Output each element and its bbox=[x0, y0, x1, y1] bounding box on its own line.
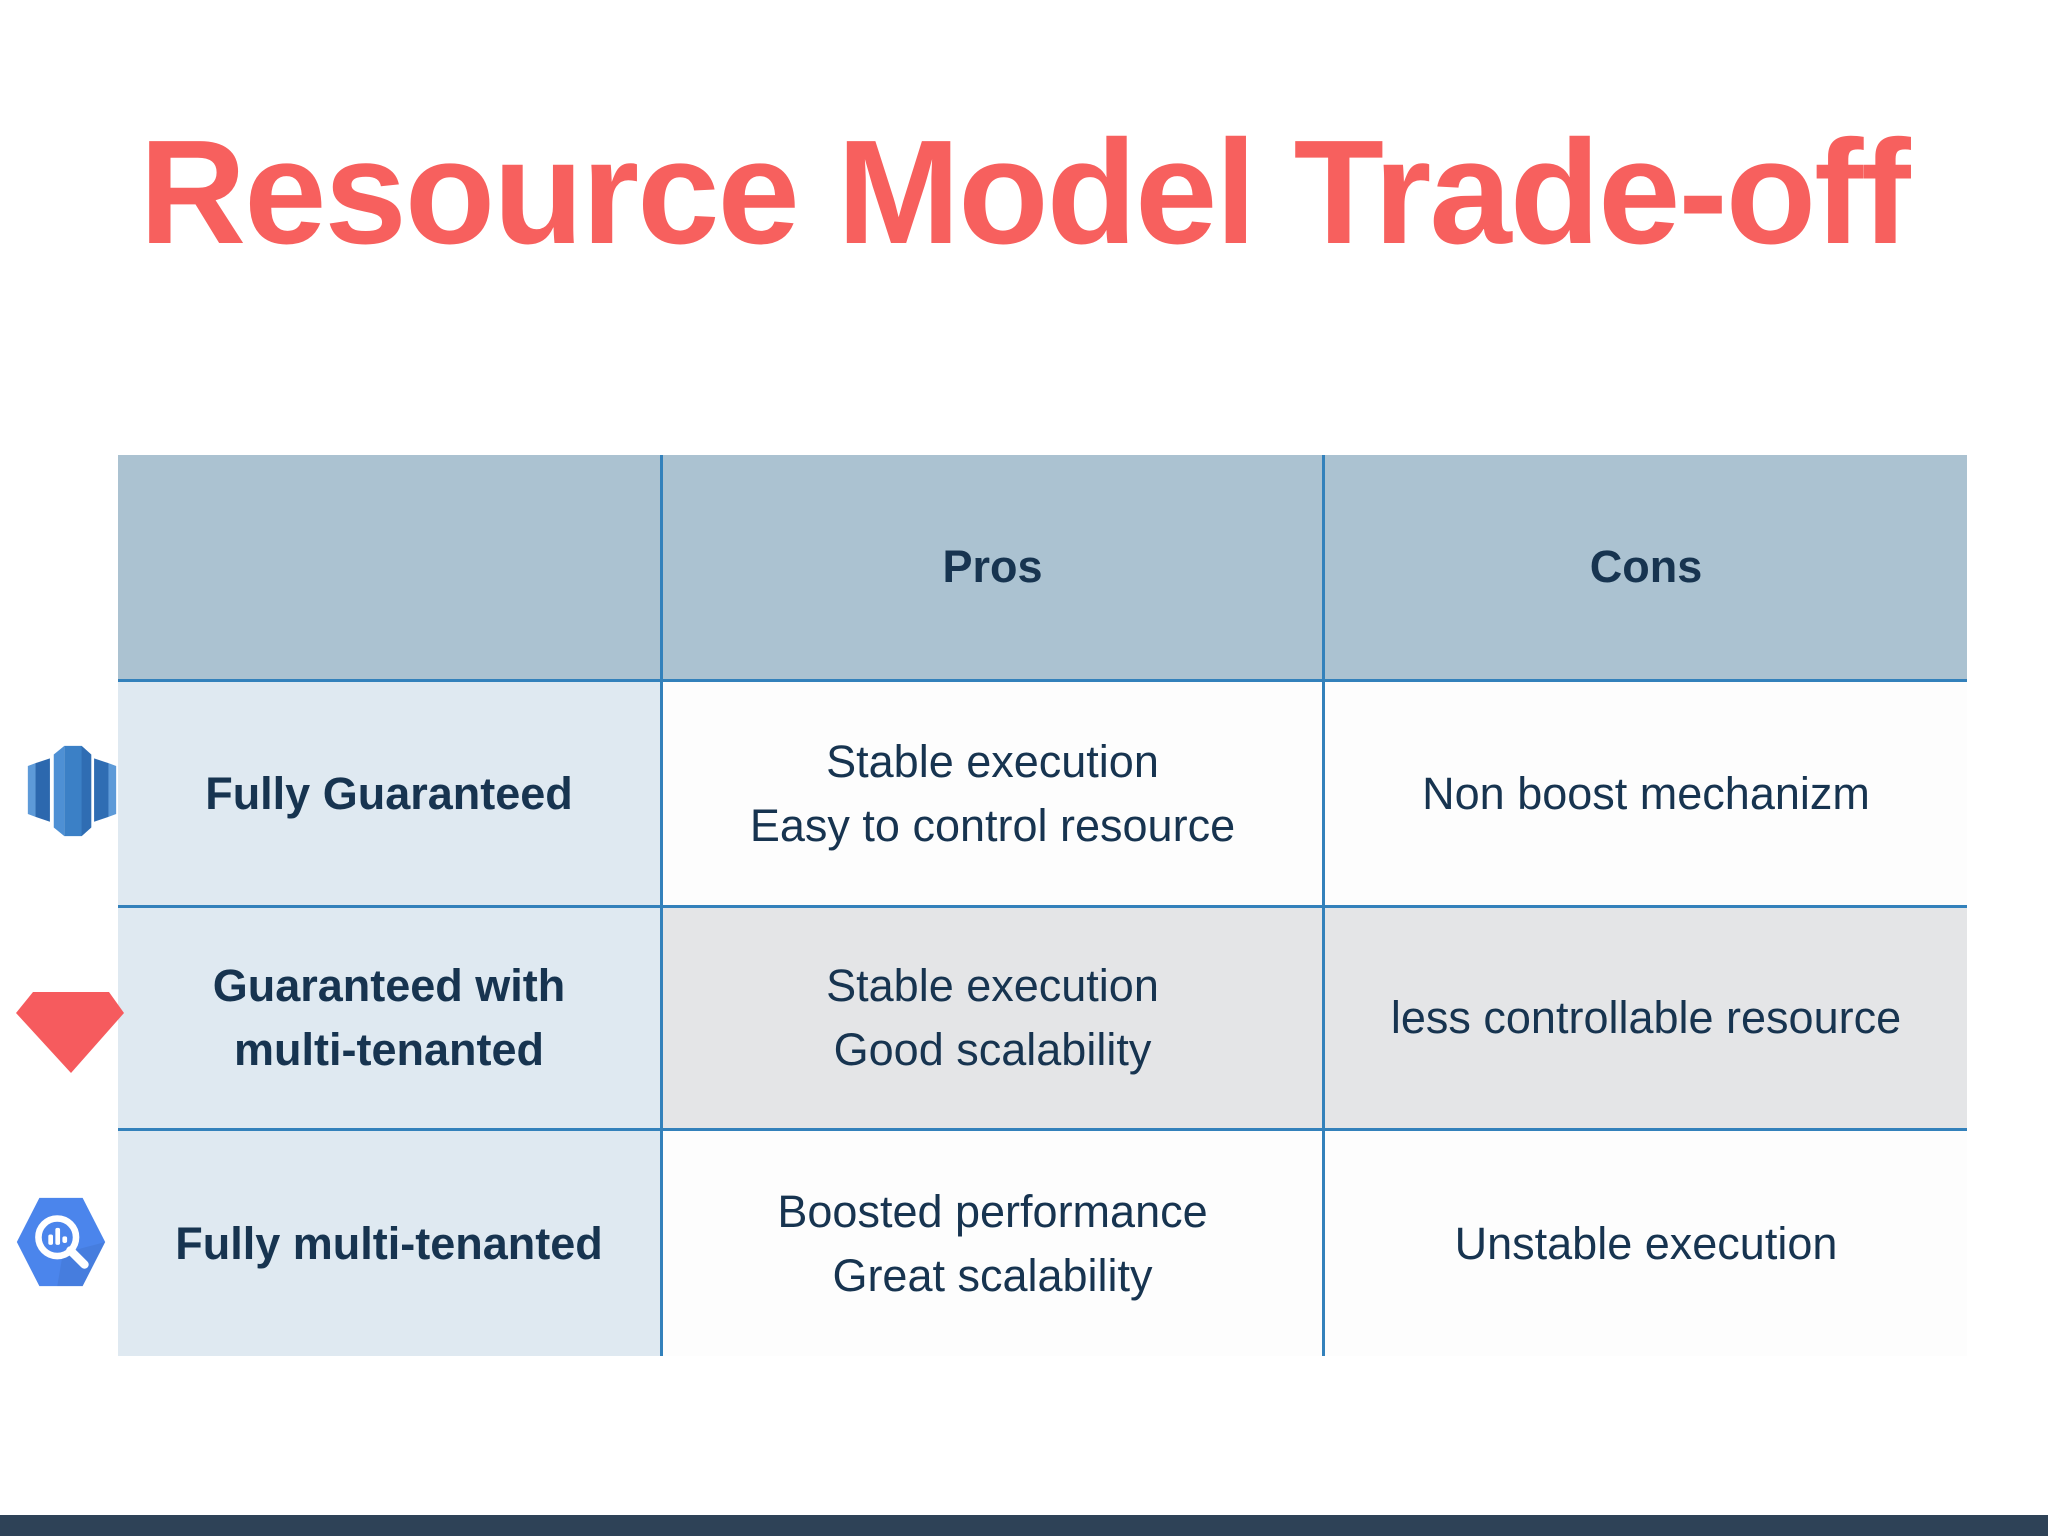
header-corner-cell bbox=[118, 455, 660, 679]
row-label-fully-guaranteed: Fully Guaranteed bbox=[118, 679, 660, 905]
row-guaranteed-multi-tenanted-cons: less controllable resource bbox=[1322, 905, 1967, 1128]
row-fully-guaranteed-pros: Stable execution Easy to control resourc… bbox=[660, 679, 1322, 905]
gem-icon bbox=[16, 992, 124, 1078]
row-fully-guaranteed-cons: Non boost mechanizm bbox=[1322, 679, 1967, 905]
bigquery-icon bbox=[14, 1192, 108, 1297]
footer-bar bbox=[0, 1515, 2048, 1536]
tradeoff-table: Pros Cons Fully Guaranteed Stable execut… bbox=[118, 455, 1967, 1356]
row-label-guaranteed-multi-tenanted: Guaranteed with multi-tenanted bbox=[118, 905, 660, 1128]
row-label-fully-multi-tenanted: Fully multi-tenanted bbox=[118, 1128, 660, 1356]
row-fully-multi-tenanted-cons: Unstable execution bbox=[1322, 1128, 1967, 1356]
row-guaranteed-multi-tenanted-pros: Stable execution Good scalability bbox=[660, 905, 1322, 1128]
header-pros: Pros bbox=[660, 455, 1322, 679]
row-fully-multi-tenanted-pros: Boosted performance Great scalability bbox=[660, 1128, 1322, 1356]
redshift-icon bbox=[24, 737, 120, 850]
header-cons: Cons bbox=[1322, 455, 1967, 679]
page-title: Resource Model Trade-off bbox=[139, 110, 1910, 275]
